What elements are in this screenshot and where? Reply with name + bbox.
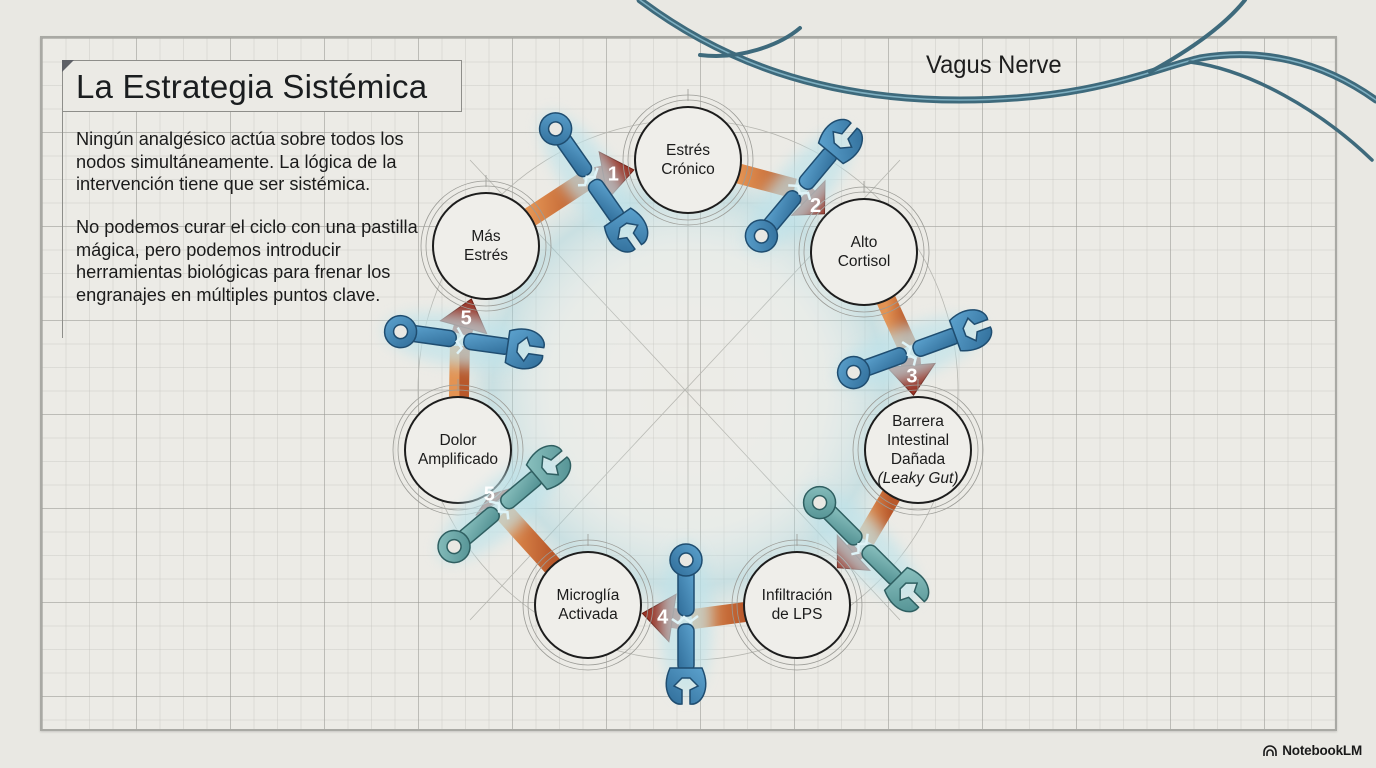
- paragraph-2: No podemos curar el ciclo con una pastil…: [76, 217, 418, 305]
- wrench-icon: [382, 312, 545, 370]
- node-infiltracion-lps: [731, 534, 863, 671]
- node-label-line: Alto: [850, 234, 878, 251]
- break-point-number: 5: [484, 483, 495, 505]
- node-label-line: Intestinal: [886, 432, 950, 449]
- node-label-line: Barrera: [892, 413, 944, 430]
- break-point-number: 3: [906, 365, 917, 387]
- break-point-number: 1: [608, 164, 619, 186]
- node-microglia-activada: [522, 534, 654, 671]
- node-mas-estres: [420, 175, 552, 312]
- node-label-line: Dañada: [890, 451, 946, 468]
- wrench-icon: [836, 309, 993, 390]
- notebooklm-logo-icon: [1263, 744, 1278, 756]
- title-corner-accent: [62, 60, 74, 72]
- wrench-icon: [660, 542, 712, 705]
- vagus-nerve-illustration: [636, 0, 1376, 162]
- node-label-italic-line: (Leaky Gut): [877, 470, 959, 487]
- break-point-number: 2: [810, 195, 821, 217]
- node-label-line: Estrés: [666, 142, 710, 159]
- paragraph-1: Ningún analgésico actúa sobre todos los …: [76, 129, 404, 195]
- node-label-line: Más: [471, 228, 501, 245]
- slide-title: La Estrategia Sistémica: [76, 68, 428, 105]
- node-estres-cronico: [622, 89, 754, 226]
- wrench-icon: [538, 112, 649, 253]
- node-dolor-amplificado: [392, 379, 524, 516]
- node-label-line: Infiltración: [761, 587, 833, 604]
- node-label-line: Crónico: [661, 161, 715, 178]
- break-point-number: 5: [461, 308, 472, 330]
- node-label-line: Activada: [558, 606, 618, 623]
- wrench-icon: [437, 444, 572, 564]
- title-box: La Estrategia Sistémica: [62, 60, 462, 112]
- node-label-line: Amplificado: [417, 451, 499, 468]
- wrench-icon: [744, 118, 864, 253]
- node-label-line: Microglía: [556, 587, 620, 604]
- vagus-nerve-label: Vagus Nerve: [926, 51, 1062, 79]
- node-label-line: Cortisol: [837, 253, 891, 270]
- node-label-line: Dolor: [439, 432, 477, 449]
- brand-name: NotebookLM: [1282, 743, 1362, 758]
- break-point-number: 4: [657, 606, 669, 628]
- text-panel-border: [62, 112, 462, 338]
- node-alto-cortisol: [798, 181, 930, 318]
- node-label-infiltracion-lps: Infiltración de LPS: [762, 586, 833, 624]
- node-barrera-intestinal: [852, 379, 984, 516]
- wrench-icon: [802, 485, 930, 613]
- notebooklm-brand: NotebookLM: [1263, 743, 1362, 758]
- node-label-line: de LPS: [771, 606, 823, 623]
- node-label-line: Estrés: [464, 247, 508, 264]
